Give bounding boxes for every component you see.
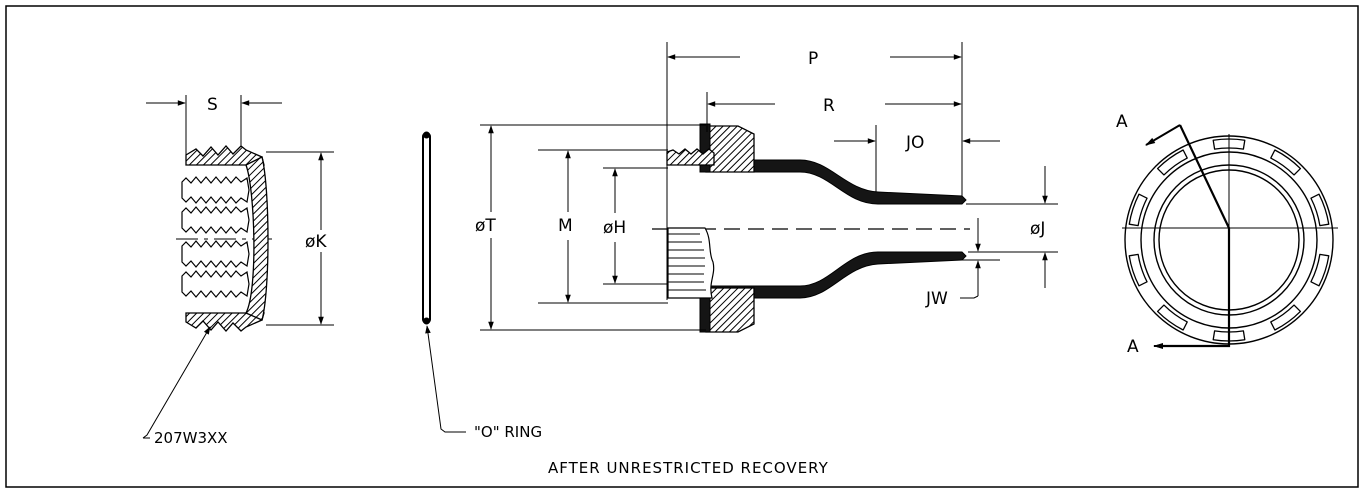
end-view-lug [1270, 304, 1302, 331]
end-view-lug [1310, 193, 1330, 227]
end-view-lug [1310, 253, 1330, 287]
end-view-lug [1156, 149, 1188, 176]
dim-jw-label: JW [925, 289, 948, 309]
end-view-lug [1212, 330, 1246, 342]
part-number-callout: 207W3XX [154, 429, 228, 447]
end-view-lug [1156, 304, 1188, 331]
end-view-lug [1128, 193, 1148, 227]
dim-j-label: øJ [1030, 219, 1045, 239]
dim-p-label: P [808, 49, 818, 69]
dim-r-label: R [823, 96, 835, 116]
dim-t-label: øT [475, 216, 496, 236]
o-ring-callout: "O" RING [474, 423, 542, 441]
dim-s-label: S [207, 95, 218, 115]
drawing-caption: AFTER UNRESTRICTED RECOVERY [548, 459, 829, 477]
end-view-lug [1128, 253, 1148, 287]
section-label-bottom: A [1127, 337, 1139, 357]
dim-k-label: øK [305, 232, 327, 252]
dim-h-label: øH [603, 218, 626, 238]
dim-m-label: M [558, 216, 573, 236]
threaded-insert-view: S øK 207W3XX [142, 95, 334, 447]
section-label-top: A [1116, 112, 1128, 132]
dim-jo-label: JO [905, 133, 924, 153]
drawing-border [5, 5, 1359, 488]
o-ring-view: "O" RING [422, 131, 542, 441]
adapter-section-view: P R JO øT M øH øJ [475, 42, 1058, 333]
end-view: A A [1116, 112, 1338, 357]
end-view-lug [1270, 149, 1302, 176]
end-view-lug [1212, 138, 1246, 150]
